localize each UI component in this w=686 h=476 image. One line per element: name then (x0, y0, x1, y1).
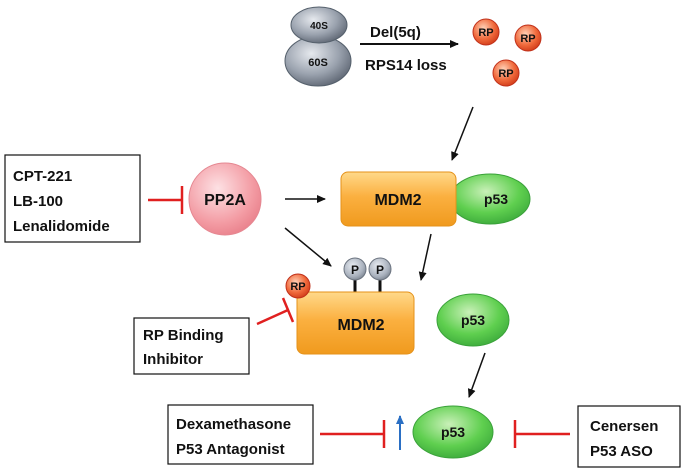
svg-text:RP: RP (498, 68, 513, 80)
phospho-2 (368, 257, 392, 281)
rp-inhibitor-line2: Inhibitor (143, 351, 203, 368)
ribosome-40s (290, 6, 348, 44)
mdm2-phospho-label: MDM2 (337, 317, 384, 334)
cenersen-line1: Cenersen (590, 418, 658, 435)
cenersen-line2: P53 ASO (590, 443, 653, 460)
svg-text:RP: RP (520, 33, 535, 45)
drug-lb100: LB-100 (13, 193, 63, 210)
svg-text:P: P (351, 263, 359, 277)
free-rp-1: RP (472, 18, 500, 46)
ribosome-60s-label: 60S (308, 57, 328, 69)
dexamethasone-line2: P53 Antagonist (176, 441, 285, 458)
inhibit-cenersen (513, 420, 570, 448)
complex-to-phospho-arrow (418, 233, 432, 281)
free-rp-3: RP (492, 59, 520, 87)
drug-cpt221: CPT-221 (13, 168, 72, 185)
cenersen-box (577, 405, 681, 468)
rp-to-complex-arrow (451, 106, 474, 161)
phospho-groups: P P (343, 257, 392, 297)
phospho-1 (343, 257, 367, 281)
p53-free (436, 293, 510, 347)
dexamethasone-box (167, 404, 314, 465)
svg-text:RP: RP (290, 281, 305, 293)
p53-to-p53-arrow (467, 352, 486, 398)
free-rp-2: RP (514, 24, 542, 52)
rps14-loss-label: RPS14 loss (365, 57, 447, 74)
svg-text:P: P (376, 263, 384, 277)
p53-free-label: p53 (461, 312, 485, 328)
drug-lenalidomide: Lenalidomide (13, 218, 110, 235)
svg-text:RP: RP (478, 27, 493, 39)
pp2a-to-phospho-mdm2-arrow (284, 227, 332, 267)
mdm2-phospho (296, 291, 415, 355)
p53-bound-label: p53 (484, 191, 508, 207)
dexamethasone-line1: Dexamethasone (176, 416, 291, 433)
drugs-box (4, 154, 141, 243)
rp-inhibitor-line1: RP Binding (143, 327, 224, 344)
ribosome: 40S 60S (284, 6, 352, 87)
rp-inhibitor-box (133, 317, 250, 375)
pp2a-node (188, 162, 262, 236)
inhibit-pp2a (148, 186, 184, 214)
inhibit-rp-binding (256, 297, 295, 326)
bound-rp: RP (285, 273, 311, 299)
p53-accumulated-label: p53 (441, 424, 465, 440)
ribosome-40s-label: 40S (310, 21, 328, 32)
inhibit-dexamethasone (320, 420, 386, 448)
p53-accumulated (412, 405, 494, 459)
mdm2-complex (340, 171, 457, 227)
del5q-label: Del(5q) (370, 24, 421, 41)
mdm2-complex-label: MDM2 (374, 192, 421, 209)
pp2a-label: PP2A (204, 192, 246, 209)
